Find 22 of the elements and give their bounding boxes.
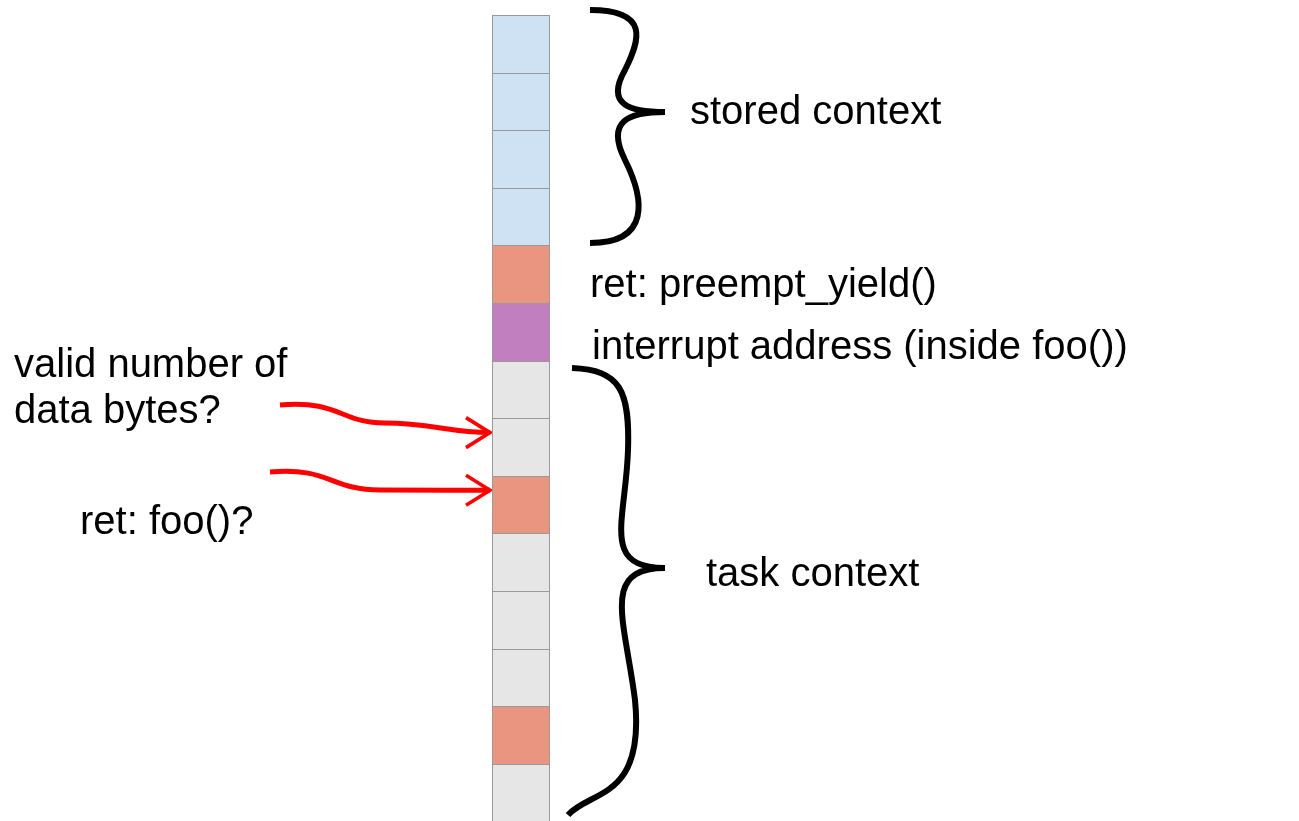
stack-slot	[492, 72, 550, 132]
brace-label: task context	[706, 549, 920, 595]
stack-slot	[492, 418, 550, 477]
stack-slot	[492, 763, 550, 821]
stack-slot	[492, 303, 550, 362]
stack-slot	[492, 245, 550, 304]
stack-slot	[492, 533, 550, 592]
stack-slot	[492, 187, 550, 247]
slot-label: ret: preempt_yield()	[590, 260, 937, 306]
question-text: valid number of data bytes?	[14, 340, 354, 432]
arrow	[269, 468, 492, 507]
stack-slot	[492, 591, 550, 650]
stack-slot	[492, 360, 550, 420]
brace-label: stored context	[690, 87, 942, 133]
stack-slot	[492, 130, 550, 189]
stack-slot	[492, 648, 550, 708]
stack-slot	[492, 15, 550, 74]
stack-slot	[492, 706, 550, 765]
slot-label: interrupt address (inside foo())	[592, 322, 1128, 368]
question-text: ret: foo()?	[80, 497, 254, 543]
arrow	[279, 401, 492, 449]
stack-slot	[492, 475, 550, 535]
